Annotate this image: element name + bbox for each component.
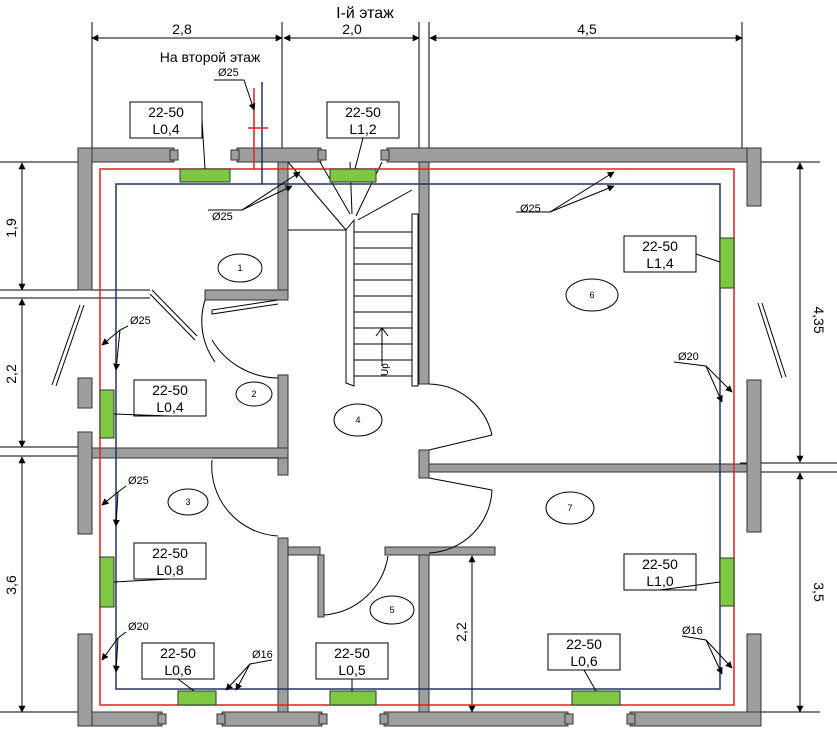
svg-text:22-50: 22-50	[148, 104, 184, 120]
room-2: 2	[251, 389, 256, 399]
dim-inner: 2,2	[453, 622, 469, 642]
pipe-label-9: Ø16	[682, 625, 703, 637]
dim-top-2: 2,0	[342, 21, 362, 37]
dim-right-2: 3,5	[811, 582, 827, 602]
pipe-label-5: Ø25	[128, 475, 149, 487]
dimension-lines	[18, 34, 804, 713]
dim-right-1: 4,35	[811, 306, 827, 333]
room-6: 6	[589, 290, 594, 300]
dim-left-3: 3,6	[3, 575, 19, 595]
room-3: 3	[185, 497, 190, 507]
dim-top-3: 4,5	[577, 21, 597, 37]
pipe-label-4: Ø25	[130, 315, 151, 327]
radiator-label-8: 22-50 L0,5	[315, 642, 389, 680]
exterior-walls	[77, 147, 762, 727]
svg-text:L0,6: L0,6	[164, 662, 191, 678]
radiator-1	[179, 168, 231, 183]
room-5: 5	[389, 605, 394, 615]
stair-up-label: Up	[380, 363, 391, 376]
svg-text:L0,8: L0,8	[156, 562, 183, 578]
radiator-label-1: 22-50 L0,4	[129, 101, 203, 139]
radiator-label-2: 22-50 L1,2	[326, 101, 400, 139]
room-1: 1	[237, 263, 242, 273]
dim-left-1: 1,9	[3, 218, 19, 238]
radiator-8	[329, 690, 377, 706]
svg-text:22-50: 22-50	[642, 238, 678, 254]
radiator-label-7: 22-50 L0,6	[141, 642, 215, 680]
pipe-label-1: Ø25	[218, 67, 239, 79]
dim-top-1: 2,8	[172, 21, 192, 37]
dim-left-2: 2,2	[3, 364, 19, 384]
svg-text:22-50: 22-50	[152, 382, 188, 398]
radiator-4	[99, 389, 115, 439]
radiator-label-4: 22-50 L0,4	[133, 379, 207, 417]
radiator-label-5: 22-50 L0,8	[133, 542, 207, 580]
svg-text:22-50: 22-50	[160, 645, 196, 661]
radiator-7	[177, 690, 217, 706]
radiator-label-9: 22-50 L0,6	[547, 633, 621, 671]
room-markers	[167, 253, 619, 625]
svg-text:L1,2: L1,2	[349, 121, 376, 137]
radiator-label-3: 22-50 L1,4	[623, 235, 697, 273]
pipe-label-2: Ø25	[212, 211, 233, 223]
pipe-label-6: Ø20	[128, 621, 149, 633]
svg-text:L0,4: L0,4	[152, 121, 179, 137]
svg-text:L1,4: L1,4	[646, 255, 673, 271]
svg-text:22-50: 22-50	[566, 636, 602, 652]
svg-text:L0,4: L0,4	[156, 399, 183, 415]
doors	[51, 289, 787, 616]
svg-text:22-50: 22-50	[642, 556, 678, 572]
svg-text:22-50: 22-50	[334, 645, 370, 661]
radiator-9	[571, 690, 621, 706]
svg-text:L0,6: L0,6	[570, 653, 597, 669]
radiator-6	[719, 557, 735, 607]
svg-text:22-50: 22-50	[345, 104, 381, 120]
radiator-3	[719, 237, 735, 289]
radiator-label-6: 22-50 L1,0	[623, 553, 697, 591]
interior-walls	[91, 161, 748, 713]
return-pipe	[115, 183, 721, 690]
radiator-2	[329, 168, 377, 183]
staircase	[287, 161, 419, 387]
label-leaders	[113, 119, 721, 692]
room-4: 4	[355, 415, 360, 425]
svg-text:L0,5: L0,5	[338, 662, 365, 678]
floor-title: I-й этаж	[336, 5, 394, 22]
pipe-label-7: Ø20	[678, 351, 699, 363]
svg-text:22-50: 22-50	[152, 545, 188, 561]
pipe-label-3: Ø25	[520, 203, 541, 215]
pipe-label-8: Ø16	[252, 649, 273, 661]
pipe-callouts	[101, 79, 733, 691]
upstairs-note: На второй этаж	[160, 49, 261, 65]
radiator-5	[99, 556, 115, 608]
room-7: 7	[567, 503, 572, 513]
svg-text:L1,0: L1,0	[646, 573, 673, 589]
